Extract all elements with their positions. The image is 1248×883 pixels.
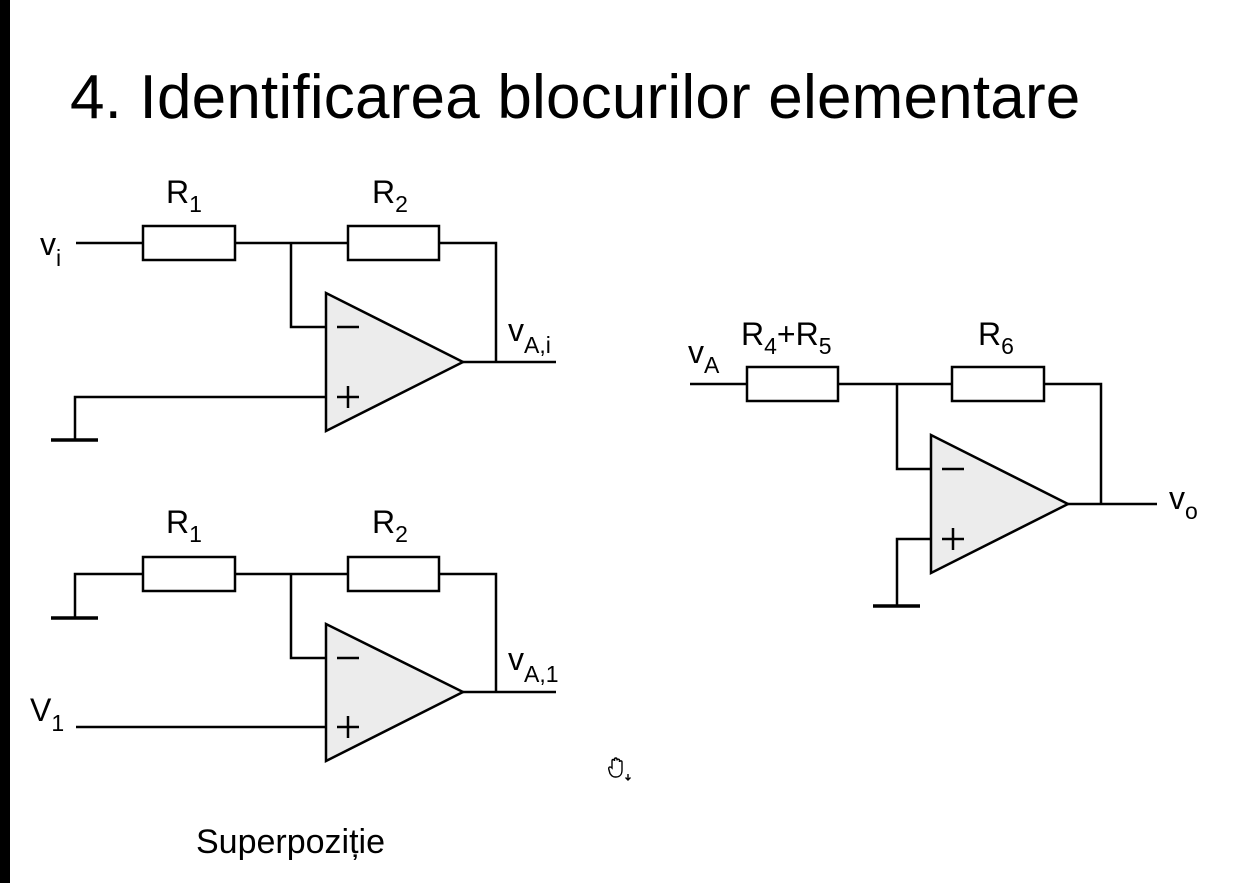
output-label: vo xyxy=(1169,480,1198,524)
ground-wire xyxy=(73,572,143,618)
slide-title: 4. Identificarea blocurilor elementare xyxy=(70,63,1081,132)
r4-r5-label: R4+R5 xyxy=(741,316,832,359)
feedback-wire xyxy=(439,241,498,362)
feedback-wire xyxy=(1044,382,1103,504)
output-label: vA,1 xyxy=(508,641,559,687)
resistor-r1 xyxy=(141,224,237,262)
input-label: vA xyxy=(688,334,720,378)
resistor-r4-r5 xyxy=(745,365,840,403)
opamp xyxy=(929,432,1071,576)
left-edge-bar xyxy=(0,0,10,883)
noninverting-ground-wire xyxy=(895,537,931,606)
resistor-r1 xyxy=(141,555,237,593)
opamp xyxy=(324,290,466,434)
inverting-input-wire xyxy=(895,384,931,471)
inverting-input-wire xyxy=(289,574,326,660)
opamp xyxy=(324,621,466,764)
resistor-r2 xyxy=(346,555,441,593)
input-label: vi xyxy=(40,226,61,271)
resistor-r2 xyxy=(346,224,441,262)
noninverting-ground-wire xyxy=(73,395,326,440)
output-label: vA,i xyxy=(508,312,551,358)
r1-label: R1 xyxy=(166,174,202,217)
r2-label: R2 xyxy=(372,504,408,547)
superposition-caption: Superpoziție xyxy=(196,823,386,861)
circuit-top-left: vi R1 R2 vA,i xyxy=(40,174,556,442)
r2-label: R2 xyxy=(372,174,408,217)
resistor-r6 xyxy=(950,365,1046,403)
r1-label: R1 xyxy=(166,504,202,547)
circuit-bottom-left: V1 R1 R2 vA,1 xyxy=(30,504,559,764)
r6-label: R6 xyxy=(978,316,1014,359)
feedback-wire xyxy=(439,572,498,692)
input-label: V1 xyxy=(30,692,64,736)
hand-pointer-icon xyxy=(604,756,634,787)
inverting-input-wire xyxy=(289,243,326,329)
circuit-right: vA R4+R5 R6 vo xyxy=(688,316,1198,608)
